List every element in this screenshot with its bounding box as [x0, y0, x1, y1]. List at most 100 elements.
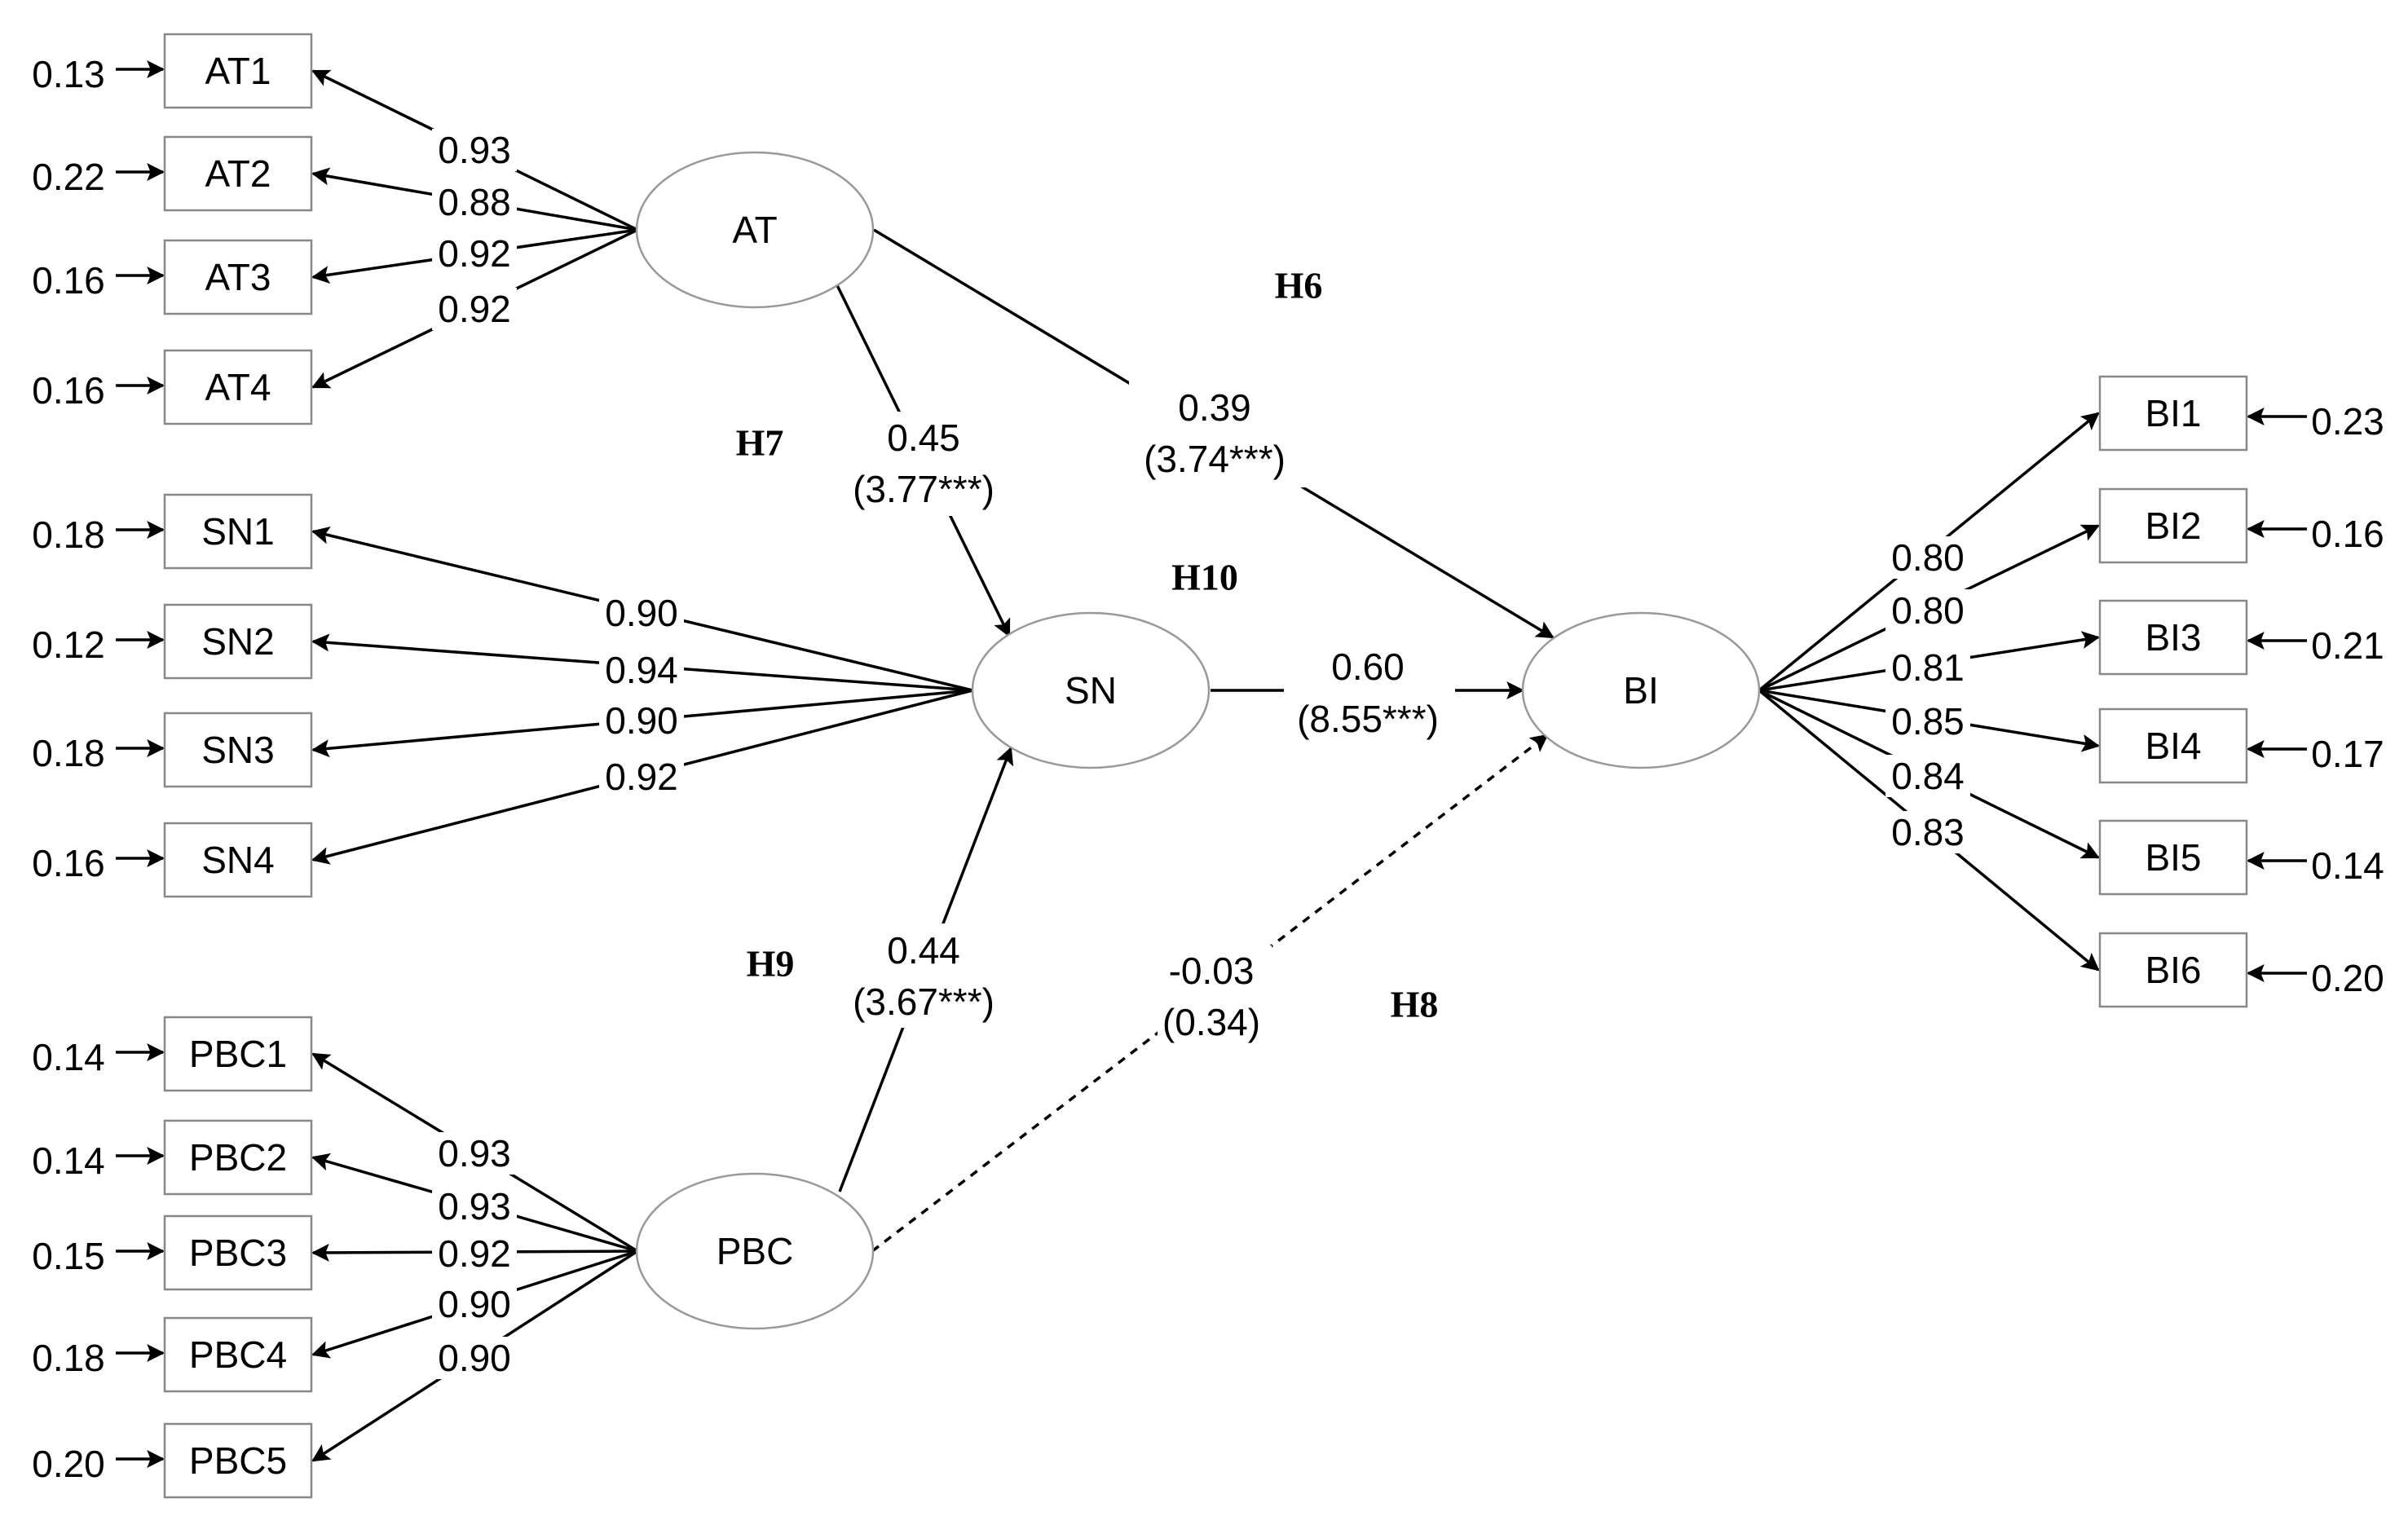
- path-h6-coef: 0.39: [1178, 386, 1251, 429]
- at-loading-value-4: 0.92: [438, 288, 511, 330]
- path-label-h7: 0.45 (3.77***): [840, 412, 1011, 516]
- at-indicator-name-3: AT3: [205, 256, 271, 298]
- bi-indicator-box-1: [2098, 375, 2248, 452]
- bi-indicator-box-6: [2098, 932, 2248, 1008]
- construct-sn: SN: [971, 611, 1211, 769]
- sn-indicator-box-3: [163, 712, 313, 788]
- error-edges: 0.130.220.160.160.180.120.180.160.140.14…: [32, 53, 2384, 1485]
- sn-error-value-2: 0.12: [32, 624, 105, 666]
- pbc-error-value-3: 0.15: [32, 1235, 105, 1277]
- pbc-indicator-name-5: PBC5: [189, 1439, 287, 1482]
- at-loading-bg-2: [432, 181, 517, 223]
- at-loading-value-2: 0.88: [438, 181, 511, 223]
- bi-indicator-name-4: BI4: [2145, 725, 2201, 767]
- path-h8-t: (0.34): [1162, 1001, 1260, 1043]
- sn-loading-bg-2: [599, 649, 684, 691]
- bi-loading-value-4: 0.85: [1891, 700, 1965, 743]
- construct-at: AT: [635, 151, 875, 309]
- construct-pbc: PBC: [635, 1172, 875, 1330]
- path-label-h8: -0.03 (0.34): [1158, 945, 1272, 1051]
- pbc-loading-value-3: 0.92: [438, 1232, 511, 1275]
- at-error-value-4: 0.16: [32, 369, 105, 412]
- bi-indicator-name-1: BI1: [2145, 392, 2201, 434]
- pbc-indicator-name-3: PBC3: [189, 1232, 287, 1274]
- construct-pbc-label: PBC: [717, 1230, 794, 1272]
- sn-error-value-4: 0.16: [32, 842, 105, 884]
- at-error-value-2: 0.22: [32, 156, 105, 198]
- bi-loading-value-5: 0.84: [1891, 755, 1965, 797]
- sn-loading-value-1: 0.90: [605, 592, 678, 634]
- bi-loading-value-6: 0.83: [1891, 811, 1965, 853]
- pbc-error-value-5: 0.20: [32, 1443, 105, 1485]
- at-indicator-name-2: AT2: [205, 152, 271, 195]
- sn-loading-bg-4: [599, 756, 684, 798]
- path-label-h10: 0.60 (8.55***): [1284, 641, 1455, 745]
- sn-loading-bg-1: [599, 592, 684, 634]
- sn-indicator-name-4: SN4: [201, 839, 274, 881]
- sn-error-value-3: 0.18: [32, 732, 105, 774]
- pbc-indicator-name-4: PBC4: [189, 1333, 287, 1376]
- bi-loading-bg-3: [1885, 646, 1970, 689]
- sn-indicator-box-1: [163, 493, 313, 570]
- at-error-value-3: 0.16: [32, 259, 105, 302]
- pbc-indicator-box-5: [163, 1422, 313, 1499]
- bi-loading-value-2: 0.80: [1891, 589, 1965, 632]
- pbc-loading-value-1: 0.93: [438, 1132, 511, 1175]
- hypothesis-h8: H8: [1391, 984, 1439, 1025]
- path-label-h6: 0.39 (3.74***): [1129, 381, 1312, 487]
- indicator-boxes: AT1AT2AT3AT4SN1SN2SN3SN4PBC1PBC2PBC3PBC4…: [163, 33, 2248, 1499]
- loading-labels: 0.930.880.920.920.900.940.900.920.930.93…: [432, 129, 1970, 1379]
- bi-loading-bg-2: [1885, 589, 1970, 632]
- bi-loading-bg-4: [1885, 700, 1970, 743]
- at-error-value-1: 0.13: [32, 53, 105, 95]
- at-loading-value-3: 0.92: [438, 232, 511, 275]
- bi-error-value-3: 0.21: [2311, 624, 2384, 667]
- at-loading-bg-1: [432, 129, 517, 171]
- construct-bi-label: BI: [1623, 669, 1658, 712]
- sn-indicator-name-2: SN2: [201, 620, 274, 663]
- path-h8-coef: -0.03: [1169, 950, 1255, 992]
- at-indicator-name-4: AT4: [205, 366, 271, 408]
- sn-loading-bg-3: [599, 699, 684, 742]
- pbc-loading-bg-5: [432, 1337, 517, 1379]
- bi-error-value-1: 0.23: [2311, 400, 2384, 443]
- bi-loading-bg-5: [1885, 755, 1970, 797]
- measurement-edges: [311, 69, 2101, 1462]
- at-loading-bg-4: [432, 288, 517, 330]
- pbc-indicator-name-1: PBC1: [189, 1033, 287, 1075]
- path-h9-t: (3.67***): [853, 981, 995, 1023]
- bi-indicator-name-2: BI2: [2145, 505, 2201, 547]
- hypothesis-h7: H7: [736, 422, 784, 464]
- pbc-loading-bg-3: [432, 1232, 517, 1275]
- path-h7-t: (3.77***): [853, 468, 995, 510]
- hypothesis-h10: H10: [1171, 557, 1238, 598]
- construct-bi: BI: [1521, 611, 1761, 769]
- pbc-indicator-box-1: [163, 1016, 313, 1092]
- pbc-loading-value-2: 0.93: [438, 1185, 511, 1227]
- bi-error-value-2: 0.16: [2311, 513, 2384, 555]
- sn-loading-value-4: 0.92: [605, 756, 678, 798]
- at-indicator-box-1: [163, 33, 313, 109]
- sn-error-value-1: 0.18: [32, 513, 105, 556]
- at-indicator-box-4: [163, 349, 313, 425]
- pbc-indicator-box-4: [163, 1316, 313, 1393]
- pbc-indicator-box-2: [163, 1119, 313, 1196]
- path-h7-coef: 0.45: [887, 417, 960, 459]
- sn-indicator-name-1: SN1: [201, 510, 274, 553]
- bi-error-value-5: 0.14: [2311, 844, 2384, 887]
- bi-indicator-name-5: BI5: [2145, 836, 2201, 879]
- bi-indicator-name-3: BI3: [2145, 616, 2201, 659]
- sn-indicator-box-2: [163, 603, 313, 680]
- pbc-indicator-name-2: PBC2: [189, 1136, 287, 1179]
- pbc-error-value-4: 0.18: [32, 1337, 105, 1379]
- at-loading-value-1: 0.93: [438, 129, 511, 171]
- pbc-loading-bg-4: [432, 1283, 517, 1325]
- pbc-loading-value-4: 0.90: [438, 1283, 511, 1325]
- bi-error-value-4: 0.17: [2311, 733, 2384, 775]
- hypothesis-h6: H6: [1275, 265, 1323, 306]
- at-indicator-box-2: [163, 135, 313, 212]
- path-h9-coef: 0.44: [887, 929, 960, 972]
- bi-error-value-6: 0.20: [2311, 957, 2384, 999]
- bi-loading-value-1: 0.80: [1891, 536, 1965, 579]
